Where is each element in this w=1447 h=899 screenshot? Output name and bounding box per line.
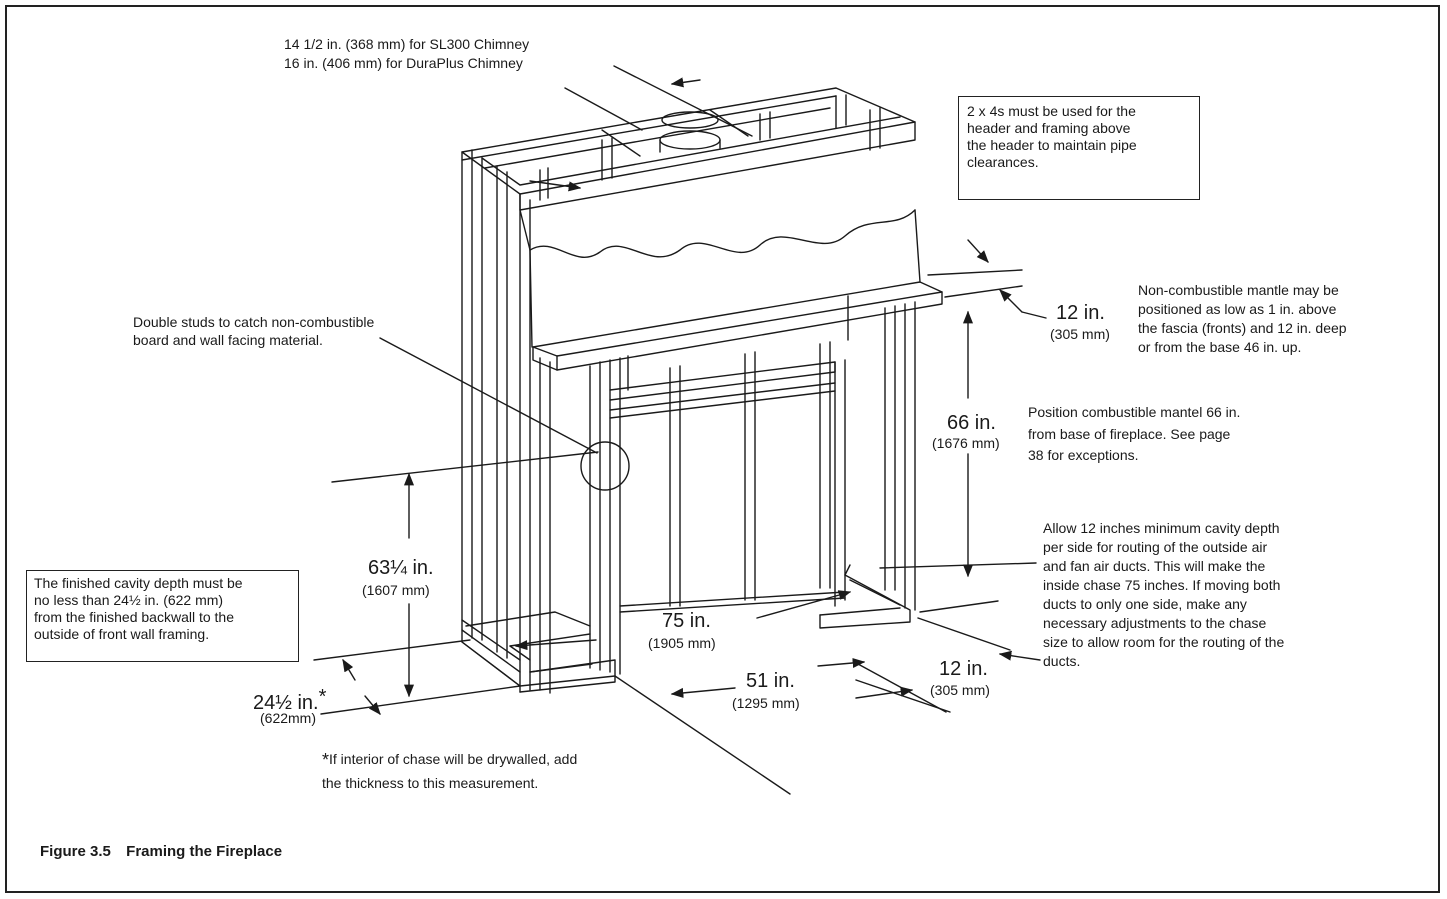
mantle-shelf bbox=[532, 281, 943, 371]
header-note-line: header and framing above bbox=[967, 120, 1131, 136]
comb-note-line1: Position combustible mantel 66 in. bbox=[1028, 404, 1241, 420]
double-studs-note-line1: Double studs to catch non-combustible bbox=[133, 314, 375, 330]
finished-cavity-line: no less than 24½ in. (622 mm) bbox=[34, 592, 224, 608]
finished-cavity-note-box: The finished cavity depth must be no les… bbox=[26, 570, 299, 662]
finished-cavity-line: The finished cavity depth must be bbox=[34, 575, 243, 591]
cavity-note-line: per side for routing of the outside air bbox=[1043, 539, 1268, 555]
header-note-box: 2 x 4s must be used for the header and f… bbox=[958, 96, 1200, 200]
cavity-depth-value: 24½ in.* bbox=[253, 686, 326, 714]
noncomb-note-line3: the fascia (fronts) and 12 in. deep bbox=[1138, 320, 1347, 336]
fascia-board bbox=[529, 209, 921, 348]
double-studs-note-line2: board and wall facing material. bbox=[133, 332, 323, 348]
opening-width-mm: (1295 mm) bbox=[732, 695, 800, 711]
cavity-depth-number: 24½ in. bbox=[253, 692, 319, 714]
comb-note-line2: from base of fireplace. See page bbox=[1028, 426, 1231, 442]
figure-frame bbox=[5, 5, 1440, 893]
figure-title: Framing the Fireplace bbox=[126, 843, 283, 860]
header-note-line: the header to maintain pipe bbox=[967, 137, 1137, 153]
figure-number: Figure 3.5 bbox=[40, 843, 111, 860]
mantel-height-mm: (1676 mm) bbox=[932, 435, 1000, 451]
header-note-line: 2 x 4s must be used for the bbox=[967, 103, 1136, 119]
side-cavity-mm: (305 mm) bbox=[930, 682, 990, 698]
cavity-note-line: ducts. bbox=[1043, 653, 1081, 669]
comb-note-line3: 38 for exceptions. bbox=[1028, 447, 1139, 463]
side-cavity-value: 12 in. bbox=[939, 658, 988, 680]
mantle-depth-mm: (305 mm) bbox=[1050, 326, 1110, 342]
cavity-note-line: inside chase 75 inches. If moving both bbox=[1043, 577, 1281, 593]
cavity-note-line: and fan air ducts. This will make the bbox=[1043, 558, 1266, 574]
footnote-line2: the thickness to this measurement. bbox=[322, 775, 539, 791]
noncomb-note-line4: or from the base 46 in. up. bbox=[1138, 339, 1302, 355]
chimney-dim-line1: 14 1/2 in. (368 mm) for SL300 Chimney bbox=[284, 36, 530, 52]
footnote-text: If interior of chase will be drywalled, … bbox=[329, 751, 578, 767]
chase-width-value: 75 in. bbox=[662, 610, 711, 632]
chase-width-mm: (1905 mm) bbox=[648, 635, 716, 651]
mantel-height-value: 66 in. bbox=[947, 412, 996, 434]
cavity-depth-star: * bbox=[318, 686, 327, 708]
chimney-pipe bbox=[659, 111, 721, 153]
noncomb-note-line1: Non-combustible mantle may be bbox=[1138, 282, 1339, 298]
double-studs-circle bbox=[580, 441, 630, 491]
chimney-dim-line2: 16 in. (406 mm) for DuraPlus Chimney bbox=[284, 55, 523, 71]
footnote-star: * bbox=[322, 750, 330, 770]
cavity-note-line: Allow 12 inches minimum cavity depth bbox=[1043, 520, 1280, 536]
noncomb-note-line2: positioned as low as 1 in. above bbox=[1138, 301, 1337, 317]
finished-cavity-line: outside of front wall framing. bbox=[34, 626, 210, 642]
dimension-lines bbox=[313, 65, 1047, 795]
cavity-note-line: ducts to only one side, make any bbox=[1043, 596, 1247, 612]
front-height-mm: (1607 mm) bbox=[362, 582, 430, 598]
footnote-line1: *If interior of chase will be drywalled,… bbox=[322, 751, 577, 769]
figure-caption: Figure 3.5 Framing the Fireplace bbox=[40, 843, 282, 860]
cavity-note-line: necessary adjustments to the chase bbox=[1043, 615, 1267, 631]
mantle-depth-value: 12 in. bbox=[1056, 302, 1105, 324]
finished-cavity-line: from the finished backwall to the bbox=[34, 609, 234, 625]
opening-width-value: 51 in. bbox=[746, 670, 795, 692]
cavity-note-line: size to allow room for the routing of th… bbox=[1043, 634, 1285, 650]
cavity-depth-mm: (622mm) bbox=[260, 710, 317, 726]
front-framing bbox=[539, 295, 916, 694]
header-note-line: clearances. bbox=[967, 154, 1039, 170]
left-wall-framing bbox=[461, 149, 531, 691]
front-height-value: 63¼ in. bbox=[368, 557, 434, 579]
